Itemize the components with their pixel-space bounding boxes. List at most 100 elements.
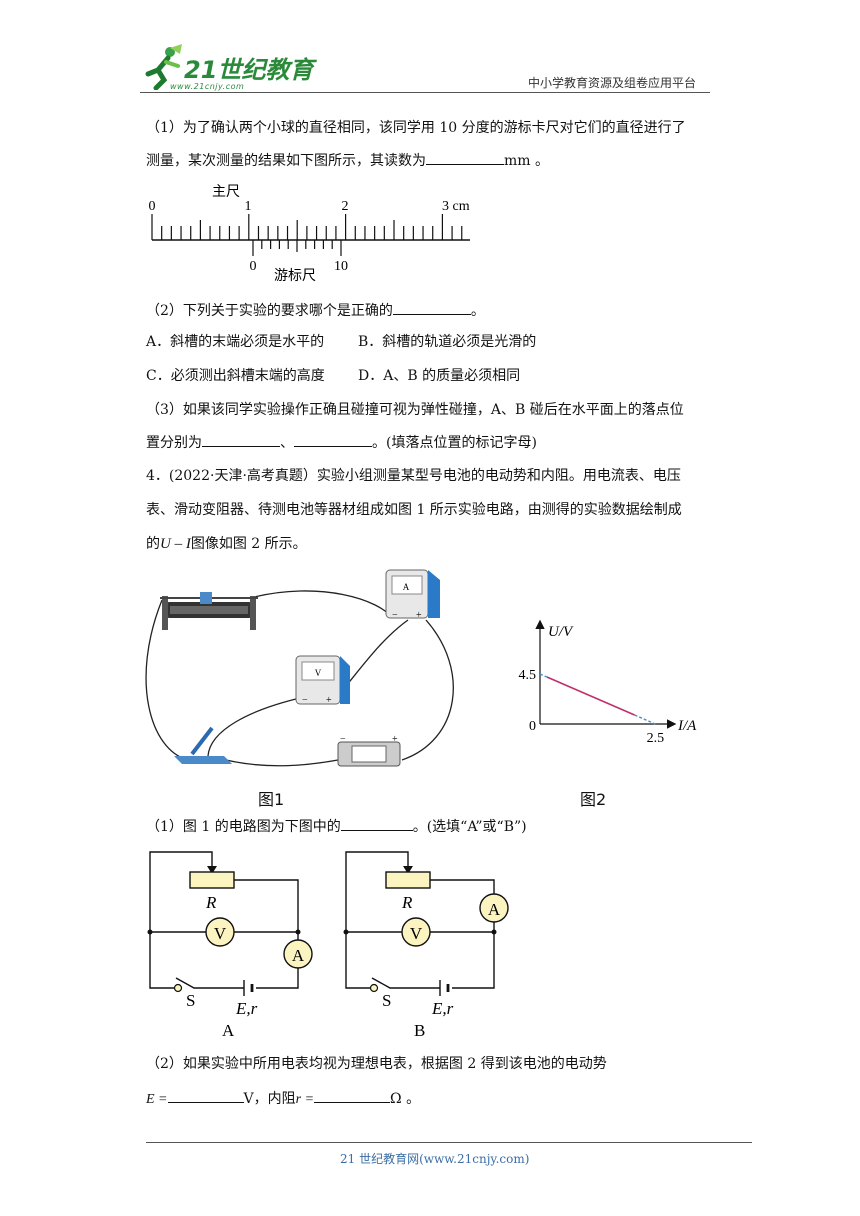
q4-line3-pre: 的 [146,536,160,552]
voltmeter-symbol-a [205,917,235,947]
q3-part3-line2: 置分别为、。(填落点位置的标记字母) [146,432,537,453]
voltmeter-symbol-b [401,917,431,947]
y-axis-label: U/V [548,624,574,640]
figure2-caption: 图2 [580,790,607,809]
q3-part1-line2: 测量，某次测量的结果如下图所示，其读数为 mm 。 [146,150,549,171]
q3-part3-line1: （3）如果该同学实验操作正确且碰撞可视为弹性碰撞，A、B 碰后在水平面上的落点位 [146,402,684,418]
switch-contact-b [369,983,379,993]
q4-sub1-text: （1）图 1 的电路图为下图中的 [146,819,341,835]
junction-a [147,929,153,935]
extension-dashed-start [539,673,548,678]
answer-blank-circuit[interactable] [340,816,413,831]
ammeter-label: A [403,582,410,592]
voltmeter-icon: V − + [295,655,350,706]
y-tick-label-4-5: 4.5 [519,668,537,683]
wire [249,590,393,619]
unit-mm: mm 。 [504,153,550,169]
q3-part2: （2）下列关于实验的要求哪个是正确的 。 [146,300,485,321]
rheostat-slider-icon [403,866,413,874]
separator: 、 [280,435,294,451]
battery-plus: + [392,734,398,745]
x-tick-label-2-5: 2.5 [647,731,665,746]
ammeter-symbol-b [479,893,509,923]
rheostat-slider-icon [207,866,217,874]
r-label-b: R [401,893,413,912]
a-label-a: A [292,946,305,965]
figure1-physical-circuit: A − + V − + − + [145,569,454,767]
q4-line1: 4．(2022·天津·高考真题）实验小组测量某型号电池的电动势和内阻。用电流表、… [146,468,681,484]
runner-logo-icon [145,44,182,90]
q4-sub1: （1）图 1 的电路图为下图中的 。(选填“A”或“B”) [146,816,527,837]
circuit-diagrams: R V A S E,r A R V A S E,r B [147,851,509,1040]
main-tick-label-3: 3 cm [442,199,470,214]
junction-b [343,929,349,935]
figure1-caption: 图1 [258,790,285,809]
answer-blank-reading[interactable] [426,150,504,165]
wire [145,599,189,761]
s-label-b: S [382,991,391,1010]
resistor-r-b [385,871,431,889]
answer-blank-choice[interactable] [392,300,471,315]
option-d: D．A、B 的质量必须相同 [358,368,521,384]
q3-part2-end: 。 [470,303,485,319]
q3-part2-text: （2）下列关于实验的要求哪个是正确的 [146,303,393,319]
q4-sub1-hint: 。(选填“A”或“B”) [412,819,527,835]
e-symbol: E = [146,1092,168,1107]
s-label-a: S [186,991,195,1010]
switch-contact-a [173,983,183,993]
rheostat-icon [160,592,258,630]
answer-blank-resistance[interactable] [314,1088,391,1103]
extension-dashed-end [634,714,656,725]
answer-blank-point-b[interactable] [294,432,372,447]
voltmeter-plus: + [326,695,332,706]
origin-label: 0 [529,719,536,734]
resistor-r-a [189,871,235,889]
logo-title: 21世纪教育 [184,56,314,84]
series-line [546,676,635,716]
voltmeter-minus: − [302,695,308,706]
q4-line2: 表、滑动变阻器、待测电池等器材组成如图 1 所示实验电路，由测得的实验数据绘制成 [146,502,682,518]
battery-icon: − + [337,734,401,767]
footer-rule [146,1142,752,1143]
option-b: B．斜槽的轨道必须是光滑的 [358,334,537,350]
caption-a: A [222,1021,235,1040]
u-i-math: U – I [160,536,191,552]
main-scale-ticks [151,214,463,240]
r-symbol: r = [295,1092,315,1107]
battery-minus: − [340,734,346,745]
logo-url: www.21cnjy.com [170,82,245,91]
er-label-b: E,r [431,999,454,1018]
q4-line3: 的U – I图像如图 2 所示。 [146,534,307,554]
wire [207,697,301,757]
option-a: A．斜槽的末端必须是水平的 [146,334,325,350]
q3-part3-note: 。(填落点位置的标记字母) [372,435,537,451]
vernier-tick-label-10: 10 [334,259,348,274]
junction-b [491,929,497,935]
wire [401,619,454,761]
ammeter-plus: + [416,610,422,621]
q3-part1-line1: （1）为了确认两个小球的直径相同，该同学用 10 分度的游标卡尺对它们的直径进行… [146,120,686,136]
circuit-a [149,851,299,989]
q4-line3-post: 图像如图 2 所示。 [190,536,307,552]
main-scale-label: 主尺 [212,184,240,200]
platform-name: 中小学教育资源及组卷应用平台 [528,76,697,90]
junction-a [295,929,301,935]
figure2-ui-graph: U/V I/A 0 2.5 4.5 [519,619,697,746]
main-tick-label-2: 2 [342,199,349,214]
a-label-b: A [488,900,501,919]
v-label-b: V [410,924,423,943]
er-label-a: E,r [235,999,258,1018]
ammeter-icon: A − + [385,569,440,621]
vernier-scale-label: 游标尺 [274,268,316,282]
wire [225,759,339,767]
circuit-b [345,851,495,989]
q3-part1-text: 测量，某次测量的结果如下图所示，其读数为 [146,153,426,169]
answer-blank-point-a[interactable] [202,432,280,447]
main-tick-label-0: 0 [149,199,156,214]
answer-blank-emf[interactable] [167,1088,244,1103]
caption-b: B [414,1021,425,1040]
vernier-tick-label-0: 0 [250,259,257,274]
emf-unit-text: V，内阻 [243,1091,296,1107]
footer-text: 21 世纪教育网(www.21cnjy.com) [340,1152,530,1166]
q4-sub2-line1: （2）如果实验中所用电表均视为理想电表，根据图 2 得到该电池的电动势 [146,1056,607,1072]
